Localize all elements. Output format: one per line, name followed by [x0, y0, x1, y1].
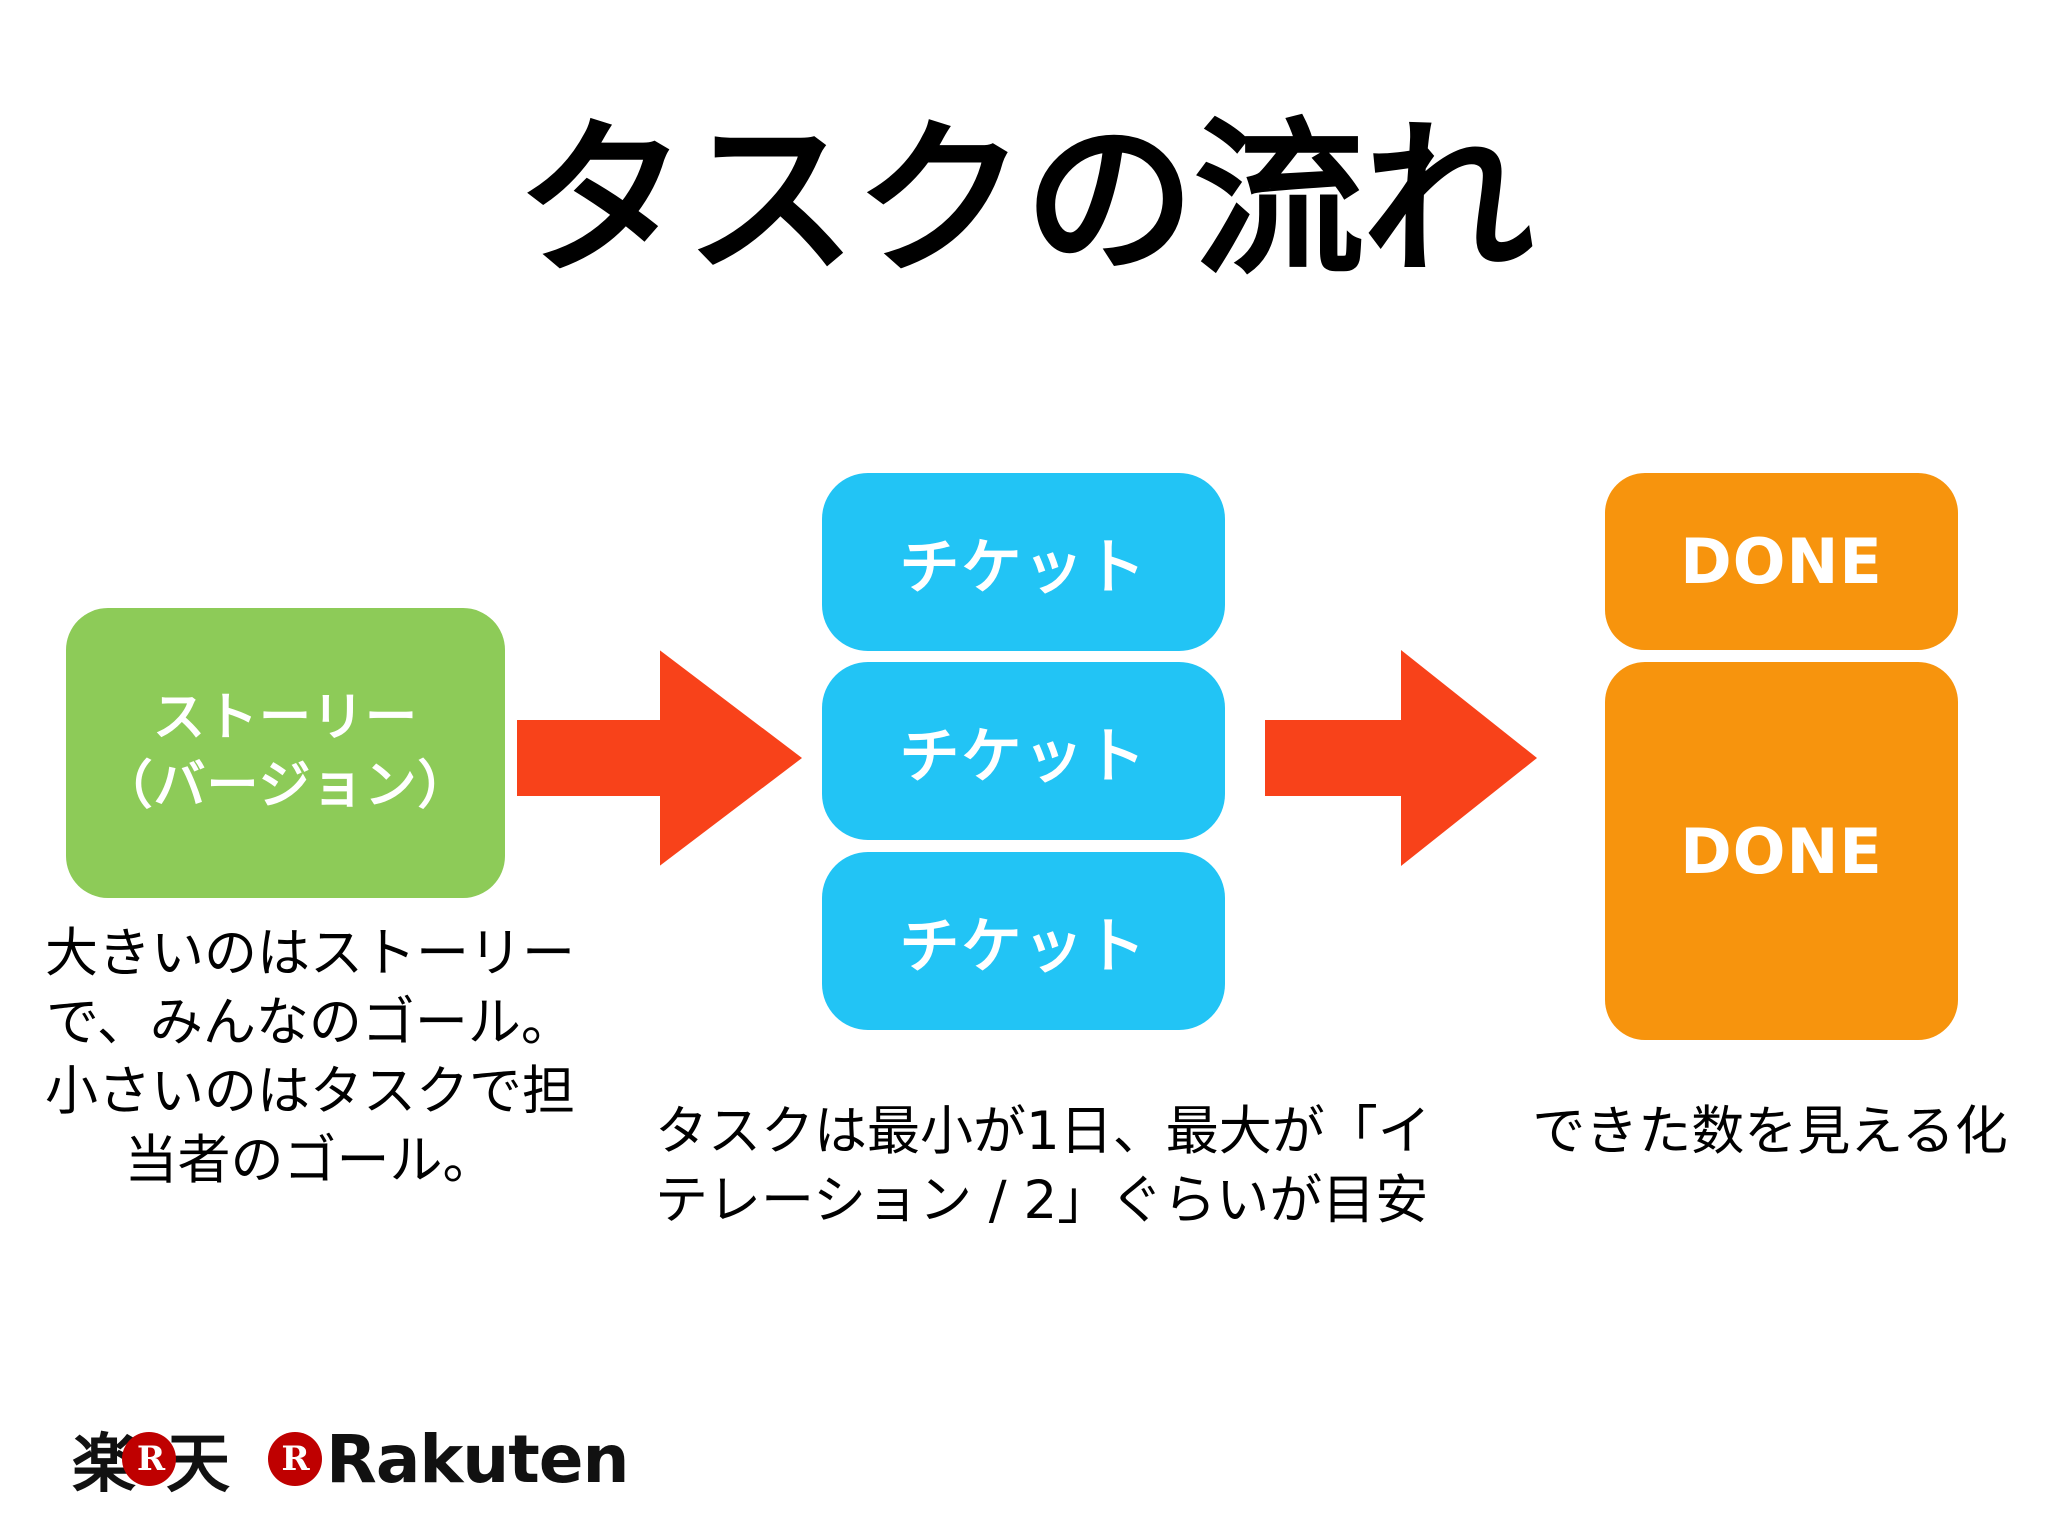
- arrow-shaft: [517, 720, 666, 796]
- ticket-box-2[interactable]: チケット: [822, 662, 1225, 840]
- done-box-1[interactable]: DONE: [1605, 473, 1958, 650]
- done-label: DONE: [1680, 525, 1883, 598]
- ticket-label: チケット: [899, 532, 1148, 603]
- logo-wordmark: Rakuten: [326, 1420, 630, 1498]
- caption-line: テレーション / 2」ぐらいが目安: [655, 1169, 1429, 1231]
- arrow-head: [659, 650, 802, 866]
- story-label-line2: （バージョン）: [100, 756, 471, 816]
- ticket-box-3[interactable]: チケット: [822, 852, 1225, 1030]
- caption-line: 小さいのはタスクで担: [45, 1060, 575, 1122]
- story-caption: 大きいのはストーリー で、みんなのゴール。 小さいのはタスクで担 当者のゴール。: [30, 920, 590, 1196]
- caption-line: 大きいのはストーリー: [45, 923, 575, 984]
- caption-line: タスクは最小が1日、最大が「イ: [655, 1101, 1431, 1162]
- story-label-line1: ストーリー: [152, 688, 418, 749]
- logo-kanji-ten: 天: [166, 1428, 230, 1502]
- done-label: DONE: [1680, 814, 1883, 888]
- ticket-label: チケット: [899, 911, 1148, 982]
- rakuten-logo: 楽 R 天 R Rakuten: [72, 1418, 630, 1503]
- rakuten-logo-japanese: 楽 R 天: [72, 1413, 230, 1505]
- arrow-right-icon-1: [517, 650, 802, 866]
- arrow-right-icon-2: [1265, 650, 1537, 866]
- done-box-2[interactable]: DONE: [1605, 662, 1958, 1040]
- ticket-box-1[interactable]: チケット: [822, 473, 1225, 651]
- arrow-shaft: [1265, 720, 1407, 796]
- rakuten-r-mark-icon: R: [122, 1432, 176, 1486]
- caption-line: できた数を見える化: [1532, 1101, 2008, 1162]
- rakuten-r-mark-icon: R: [268, 1432, 322, 1486]
- ticket-label: チケット: [899, 721, 1148, 792]
- story-box[interactable]: ストーリー （バージョン）: [66, 608, 505, 898]
- rakuten-logo-english: R Rakuten: [268, 1420, 630, 1498]
- caption-line: 当者のゴール。: [124, 1129, 496, 1191]
- page-title: タスクの流れ: [516, 102, 1534, 298]
- tickets-caption: タスクは最小が1日、最大が「イ テレーション / 2」ぐらいが目安: [655, 1098, 1455, 1236]
- done-caption: できた数を見える化: [1530, 1098, 2010, 1167]
- caption-line: で、みんなのゴール。: [46, 991, 574, 1053]
- arrow-head: [1401, 650, 1537, 866]
